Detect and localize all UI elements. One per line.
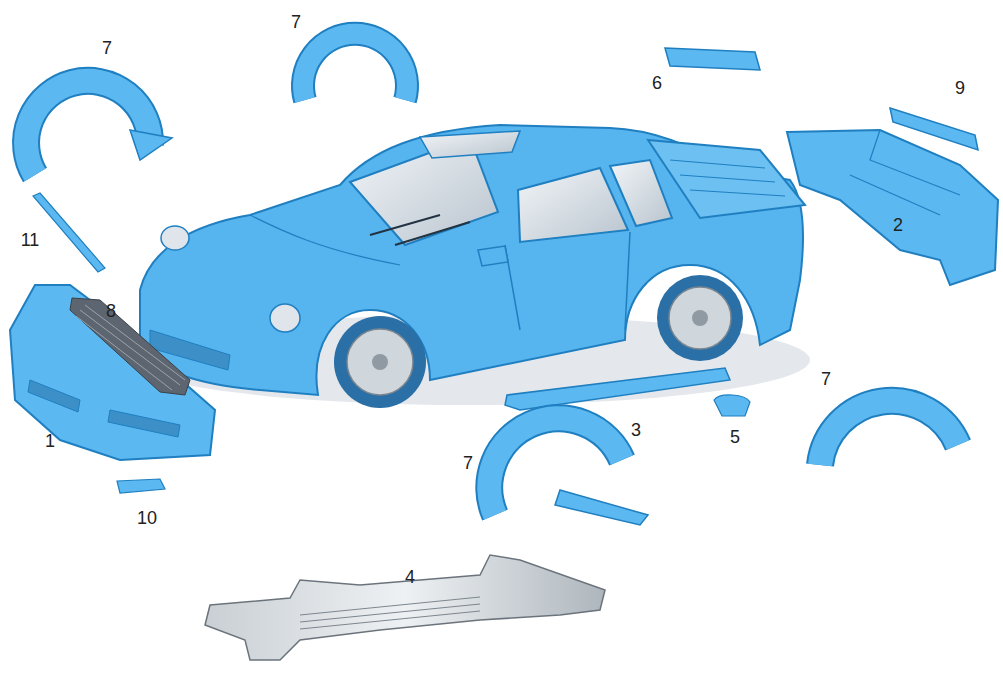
callout-number: 7: [102, 39, 112, 57]
callout-number: 9: [955, 79, 965, 97]
callout-number: 7: [291, 13, 301, 31]
callout-number: 2: [893, 216, 903, 234]
callout-number: 5: [730, 428, 740, 446]
callout-number: 1: [45, 432, 55, 450]
callout-number: 7: [463, 454, 473, 472]
callout-number: 3: [631, 421, 641, 439]
callout-number: 8: [106, 302, 116, 320]
callout-number: 7: [821, 370, 831, 388]
callout-number: 11: [21, 231, 40, 249]
callout-number: 6: [652, 74, 662, 92]
callout-number: 10: [137, 509, 157, 527]
callout-number: 4: [405, 568, 415, 586]
